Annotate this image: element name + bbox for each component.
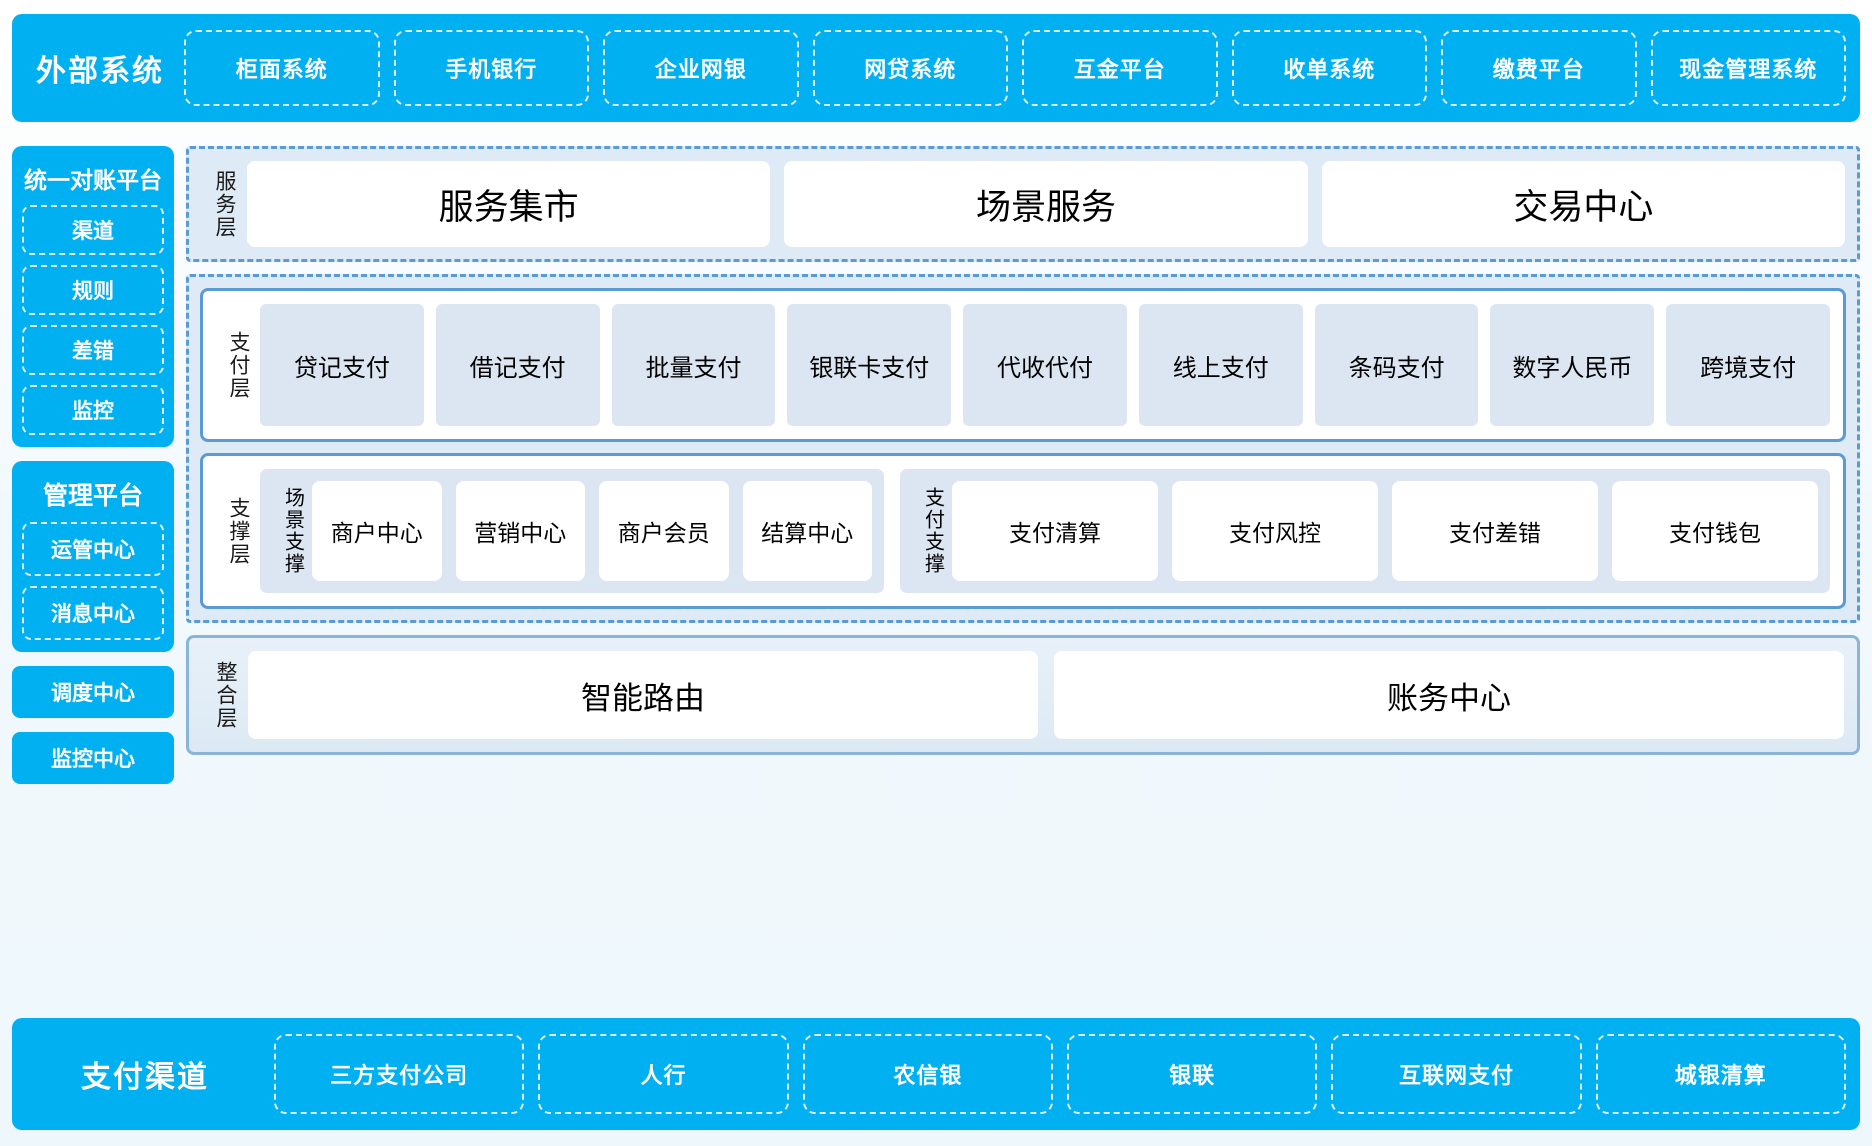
payment-channel-chip[interactable]: 银联 xyxy=(1066,1034,1318,1114)
payment-channel-chip[interactable]: 互联网支付 xyxy=(1331,1034,1582,1114)
payment-channels-title: 支付渠道 xyxy=(81,1061,209,1094)
support-groups: 场景支撑 商户中心 营销中心 商户会员 结算中心 支付支撑 xyxy=(260,469,1830,593)
recon-item-error[interactable]: 差错 xyxy=(22,325,164,375)
payment-channel-chip[interactable]: 三方支付公司 xyxy=(274,1034,525,1114)
service-card-transaction[interactable]: 交易中心 xyxy=(1321,161,1845,247)
payment-support-group: 支付支撑 支付清算 支付风控 支付差错 支付钱包 xyxy=(900,469,1830,593)
recon-item-monitor[interactable]: 监控 xyxy=(22,385,164,435)
payment-support-cards: 支付清算 支付风控 支付差错 支付钱包 xyxy=(952,481,1818,581)
support-card-merchant-center[interactable]: 商户中心 xyxy=(312,481,442,581)
integration-card-smart-routing[interactable]: 智能路由 xyxy=(248,651,1038,739)
support-card-payment-risk[interactable]: 支付风控 xyxy=(1172,481,1378,581)
integration-layer-label: 整合层 xyxy=(214,660,238,730)
external-system-chip[interactable]: 收单系统 xyxy=(1231,30,1427,106)
support-card-payment-wallet[interactable]: 支付钱包 xyxy=(1612,481,1818,581)
payment-tile-credit[interactable]: 贷记支付 xyxy=(260,304,424,426)
payment-layer-row: 支付层 贷记支付 借记支付 批量支付 银联卡支付 代收代付 线上支付 条码支付 … xyxy=(216,304,1831,426)
service-card-scenario[interactable]: 场景服务 xyxy=(784,161,1308,247)
external-system-chip[interactable]: 互金平台 xyxy=(1022,30,1218,106)
unified-reconciliation-platform-title: 统一对账平台 xyxy=(24,167,162,193)
core-layers-group: 支付层 贷记支付 借记支付 批量支付 银联卡支付 代收代付 线上支付 条码支付 … xyxy=(186,274,1860,623)
main-area: 服务层 服务集市 场景服务 交易中心 支付层 贷记支付 借记支付 批量支付 银联… xyxy=(186,146,1860,755)
external-system-chip[interactable]: 手机银行 xyxy=(393,30,589,106)
payment-tile-cross-border[interactable]: 跨境支付 xyxy=(1666,304,1831,426)
scene-support-cards: 商户中心 营销中心 商户会员 结算中心 xyxy=(312,481,872,581)
payment-layer-panel: 支付层 贷记支付 借记支付 批量支付 银联卡支付 代收代付 线上支付 条码支付 … xyxy=(200,288,1846,442)
support-card-payment-clearing[interactable]: 支付清算 xyxy=(952,481,1158,581)
payment-channel-chip[interactable]: 农信银 xyxy=(802,1034,1053,1114)
scheduling-center-box[interactable]: 调度中心 xyxy=(12,666,174,718)
service-layer-label: 服务层 xyxy=(213,169,237,239)
mgmt-item-message-center[interactable]: 消息中心 xyxy=(22,586,164,640)
external-system-chip[interactable]: 柜面系统 xyxy=(184,30,380,106)
management-platform-panel: 管理平台 运管中心 消息中心 xyxy=(12,461,174,652)
payment-tile-unionpay-card[interactable]: 银联卡支付 xyxy=(787,304,952,426)
payment-channels-bar: 支付渠道 三方支付公司 人行 农信银 银联 互联网支付 城银清算 xyxy=(12,1018,1860,1130)
support-card-settlement-center[interactable]: 结算中心 xyxy=(742,481,872,581)
monitoring-center-box[interactable]: 监控中心 xyxy=(12,732,174,784)
support-layer-label: 支撑层 xyxy=(227,496,251,566)
payment-tile-digital-rmb[interactable]: 数字人民币 xyxy=(1490,304,1655,426)
payment-tile-collect-pay[interactable]: 代收代付 xyxy=(963,304,1127,426)
support-card-marketing-center[interactable]: 营销中心 xyxy=(455,481,585,581)
recon-item-rule[interactable]: 规则 xyxy=(22,265,164,315)
external-system-chip[interactable]: 网贷系统 xyxy=(812,30,1008,106)
support-layer-row: 支撑层 场景支撑 商户中心 营销中心 商户会员 结算中心 xyxy=(216,469,1830,593)
support-card-merchant-member[interactable]: 商户会员 xyxy=(599,481,729,581)
payment-channels-items: 三方支付公司 人行 农信银 银联 互联网支付 城银清算 xyxy=(264,1034,1846,1114)
integration-layer-cards: 智能路由 账务中心 xyxy=(248,651,1844,739)
payment-channel-chip[interactable]: 人行 xyxy=(538,1034,789,1114)
scene-support-group: 场景支撑 商户中心 营销中心 商户会员 结算中心 xyxy=(260,469,884,593)
external-system-chip[interactable]: 缴费平台 xyxy=(1441,30,1637,106)
payment-layer-tiles: 贷记支付 借记支付 批量支付 银联卡支付 代收代付 线上支付 条码支付 数字人民… xyxy=(260,304,1831,426)
external-systems-items: 柜面系统 手机银行 企业网银 网贷系统 互金平台 收单系统 缴费平台 现金管理系… xyxy=(174,30,1846,106)
support-card-payment-error[interactable]: 支付差错 xyxy=(1392,481,1598,581)
left-column: 统一对账平台 渠道 规则 差错 监控 管理平台 运管中心 消息中心 调度中心 监… xyxy=(12,146,174,798)
integration-layer-panel: 整合层 智能路由 账务中心 xyxy=(186,635,1860,755)
external-systems-title: 外部系统 xyxy=(36,55,164,88)
recon-item-channel[interactable]: 渠道 xyxy=(22,205,164,255)
mgmt-item-operations-center[interactable]: 运管中心 xyxy=(22,522,164,576)
payment-tile-barcode[interactable]: 条码支付 xyxy=(1314,304,1479,426)
payment-tile-online[interactable]: 线上支付 xyxy=(1138,304,1303,426)
management-platform-title: 管理平台 xyxy=(42,482,143,510)
payment-tile-batch[interactable]: 批量支付 xyxy=(611,304,776,426)
payment-channel-chip[interactable]: 城银清算 xyxy=(1595,1034,1846,1114)
external-system-chip[interactable]: 现金管理系统 xyxy=(1650,30,1846,106)
scene-support-label: 场景支撑 xyxy=(281,487,304,575)
payment-tile-debit[interactable]: 借记支付 xyxy=(435,304,600,426)
payment-layer-label: 支付层 xyxy=(227,330,251,400)
service-card-marketplace[interactable]: 服务集市 xyxy=(247,161,771,247)
support-layer-panel: 支撑层 场景支撑 商户中心 营销中心 商户会员 结算中心 xyxy=(200,453,1846,609)
service-layer-cards: 服务集市 场景服务 交易中心 xyxy=(247,161,1845,247)
integration-card-accounting-center[interactable]: 账务中心 xyxy=(1054,651,1844,739)
service-layer-row: 服务层 服务集市 场景服务 交易中心 xyxy=(201,161,1845,247)
unified-reconciliation-platform-panel: 统一对账平台 渠道 规则 差错 监控 xyxy=(12,146,174,447)
external-system-chip[interactable]: 企业网银 xyxy=(603,30,799,106)
integration-layer-row: 整合层 智能路由 账务中心 xyxy=(202,651,1844,739)
service-layer-group: 服务层 服务集市 场景服务 交易中心 xyxy=(186,146,1860,262)
payment-support-label: 支付支撑 xyxy=(921,487,944,575)
external-systems-bar: 外部系统 柜面系统 手机银行 企业网银 网贷系统 互金平台 收单系统 缴费平台 … xyxy=(12,14,1860,122)
